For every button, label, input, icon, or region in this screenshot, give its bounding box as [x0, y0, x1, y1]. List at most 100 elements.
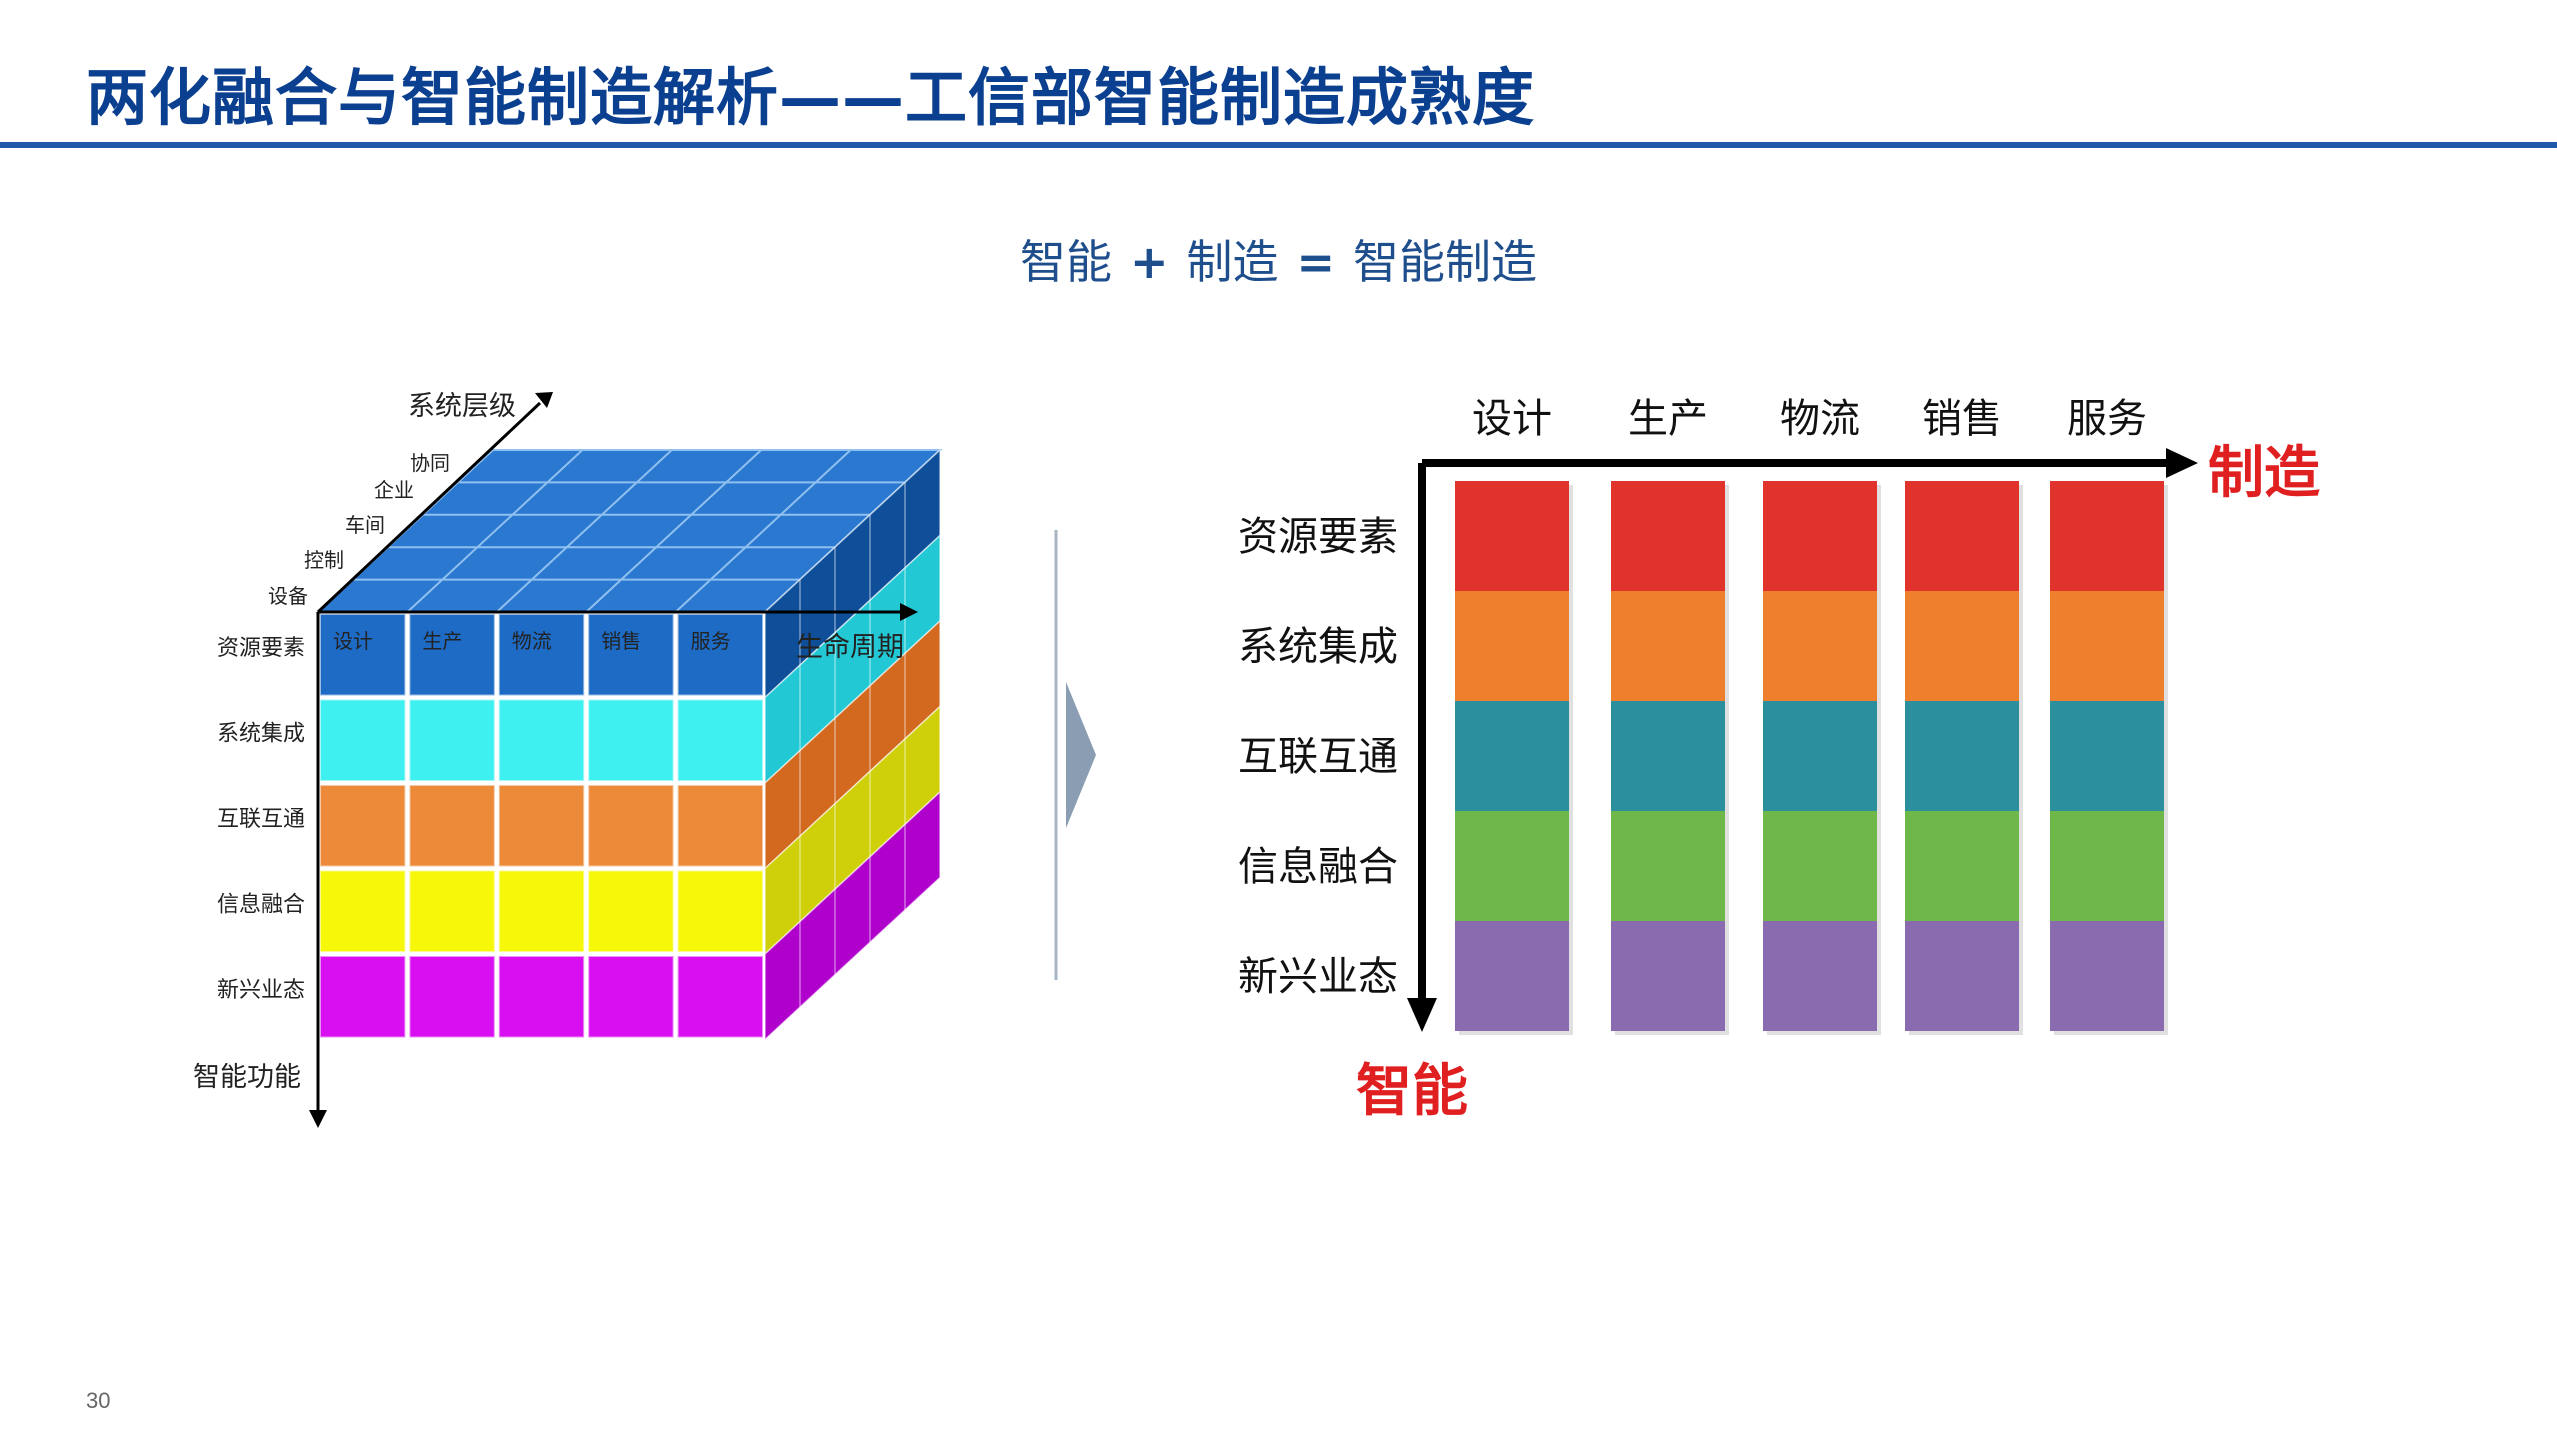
grid-cell — [1455, 591, 1569, 701]
cube-lifecycle-label: 设计 — [333, 629, 373, 653]
formula-plus: + — [1129, 235, 1169, 289]
grid-row-label: 信息融合 — [1238, 844, 1398, 890]
cube-function-label: 互联互通 — [217, 807, 305, 832]
cube-system-level-label: 设备 — [268, 584, 308, 608]
cube-side-face — [764, 790, 941, 1042]
grid-row-label: 互联互通 — [1238, 734, 1398, 780]
cube-lifecycle-label: 服务 — [691, 629, 731, 653]
grid-cell — [1763, 591, 1877, 701]
cube-system-level-label: 车间 — [345, 513, 385, 537]
grid-cell — [1763, 701, 1877, 811]
cube-top-gridline — [585, 449, 762, 613]
cube-front-cell — [587, 955, 675, 1039]
grid-cell — [1905, 811, 2019, 921]
cube-front-cell — [408, 955, 496, 1039]
formula-equals: = — [1296, 235, 1336, 289]
cube-front-cell — [676, 869, 764, 953]
cube-front-cell — [408, 784, 496, 868]
cube-front-cell — [408, 613, 496, 697]
cube-front-cell — [497, 869, 586, 953]
grid-cell — [1611, 921, 1725, 1031]
formula-term-a: 智能 — [1019, 235, 1112, 289]
grid-cell — [1763, 481, 1877, 591]
grid-cell — [1455, 921, 1569, 1031]
grid-column-label: 服务 — [2067, 396, 2147, 442]
cube-front-cell — [497, 784, 586, 868]
cube-function-label: 信息融合 — [217, 893, 305, 918]
grid-cell — [1455, 481, 1569, 591]
cube-function-label: 新兴业态 — [217, 978, 305, 1003]
cube-front-cell — [587, 613, 675, 697]
cube-system-level-label: 企业 — [374, 478, 414, 502]
grid-row-label: 新兴业态 — [1238, 954, 1398, 1000]
lifecycle-axis-label: 生命周期 — [796, 632, 904, 663]
grid-cell — [1455, 811, 1569, 921]
grid-column-label: 生产 — [1628, 396, 1708, 442]
cube-function-label: 系统集成 — [217, 722, 305, 747]
cube-function-label: 资源要素 — [217, 636, 305, 661]
cube-front-cell — [676, 955, 764, 1039]
cube-top-gridline — [406, 449, 584, 613]
grid-cell — [1611, 481, 1725, 591]
grid-column-label: 销售 — [1922, 396, 2002, 442]
cube-front-cell — [497, 613, 586, 697]
slide-title: 两化融合与智能制造解析——工信部智能制造成熟度 — [86, 61, 1536, 134]
cube-system-level-label: 协同 — [410, 451, 450, 475]
grid-row-label: 资源要素 — [1238, 514, 1398, 560]
grid-cell — [2050, 701, 2164, 811]
grid-cell — [2050, 811, 2164, 921]
intelligence-axis-label: 智能功能 — [193, 1062, 301, 1093]
cube-front-cell — [587, 784, 675, 868]
cube-front-cell — [497, 955, 586, 1039]
cube-front-cell — [319, 955, 407, 1039]
intelligence-axis-arrow-icon — [1407, 998, 1437, 1032]
cube-lifecycle-label: 物流 — [512, 629, 552, 653]
cube-front-cell — [587, 869, 675, 953]
cube-lifecycle-label: 销售 — [601, 629, 641, 653]
chevron-right-icon — [1066, 682, 1096, 828]
grid-cell — [2050, 591, 2164, 701]
cube-front-cell — [319, 869, 407, 953]
cube-front-cell — [497, 698, 586, 782]
system-level-axis-label: 系统层级 — [408, 391, 516, 422]
cube-front-cell — [408, 698, 496, 782]
formula: 智能 + 制造 = 智能制造 — [0, 226, 2557, 292]
formula-result: 智能制造 — [1353, 235, 1538, 289]
grid-column-label: 物流 — [1780, 396, 1860, 442]
manufacturing-axis-label: 制造 — [2208, 441, 2320, 506]
intelligence-axis-label-red: 智能 — [1356, 1059, 1468, 1124]
cube-front-cell — [319, 613, 407, 697]
manufacturing-axis-arrow-icon — [2166, 448, 2198, 478]
grid-cell — [2050, 481, 2164, 591]
grid-cell — [1611, 701, 1725, 811]
intelligence-axis-arrow-icon — [309, 1110, 327, 1128]
grid-cell — [1763, 921, 1877, 1031]
system-level-axis-arrow-icon — [535, 392, 553, 408]
formula-term-b: 制造 — [1186, 235, 1279, 289]
grid-column-label: 设计 — [1472, 396, 1552, 442]
grid-cell — [1611, 591, 1725, 701]
grid-cell — [2050, 921, 2164, 1031]
page-number: 30 — [86, 1388, 111, 1413]
cube-front-cell — [676, 613, 764, 697]
cube-front-cell — [676, 784, 764, 868]
cube-top-gridline — [496, 449, 673, 613]
cube-front-cell — [319, 698, 407, 782]
title-underline — [0, 142, 2557, 148]
cube-system-level-label: 控制 — [304, 548, 344, 572]
cube-front-cell — [408, 869, 496, 953]
grid-cell — [1905, 921, 2019, 1031]
cube-top-gridline — [674, 449, 852, 613]
system-level-axis — [316, 401, 542, 614]
cube-front-cell — [587, 698, 675, 782]
lifecycle-axis-arrow-icon — [900, 603, 918, 621]
grid-cell — [1905, 591, 2019, 701]
grid-row-label: 系统集成 — [1238, 624, 1398, 670]
grid-cell — [1455, 701, 1569, 811]
grid-cell — [1611, 811, 1725, 921]
grid-cell — [1905, 481, 2019, 591]
